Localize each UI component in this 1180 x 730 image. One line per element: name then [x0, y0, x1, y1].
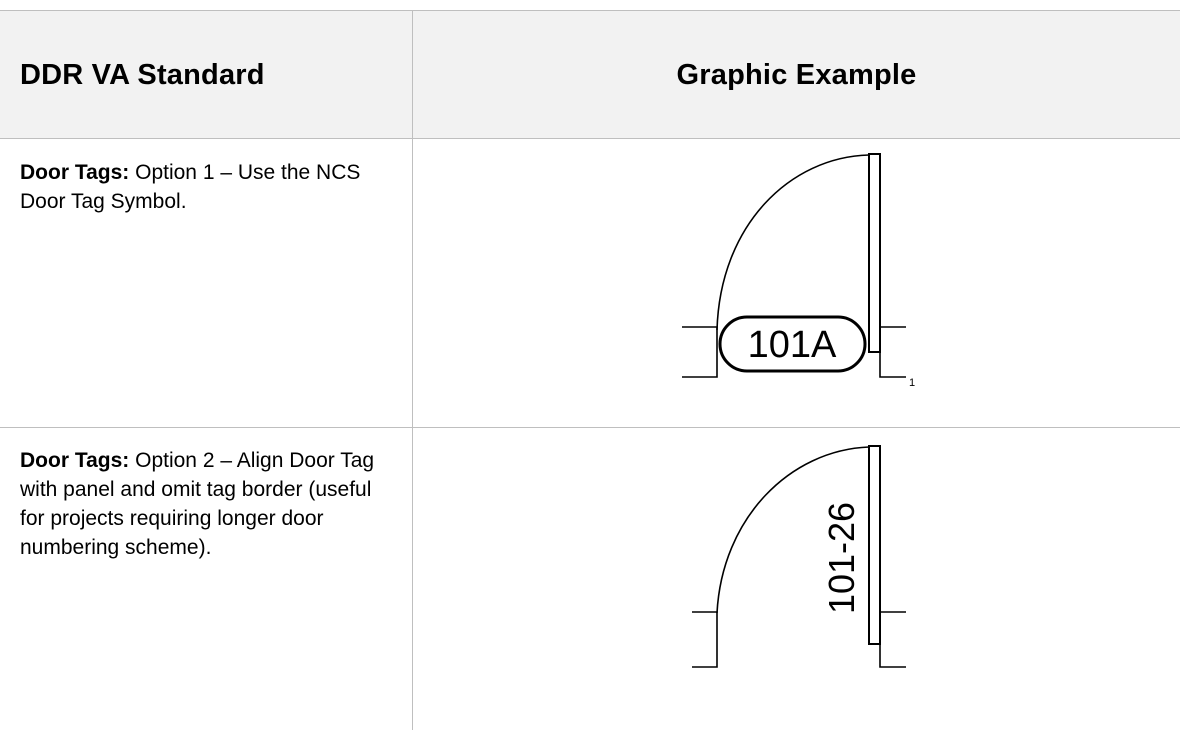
column-divider [412, 10, 413, 730]
left-jamb [682, 326, 718, 378]
header-standard-label: DDR VA Standard [20, 59, 265, 91]
row-2-label: Door Tags: [20, 449, 130, 472]
left-jamb [692, 611, 718, 668]
row-divider [0, 427, 1180, 428]
row-1-text: Option 1 – Use the NCS Door Tag Symbol. [20, 161, 361, 213]
door-swing-arc [716, 446, 870, 614]
right-jamb [879, 611, 906, 668]
row-2-description: Door Tags: Option 2 – Align Door Tag wit… [20, 446, 400, 562]
door-swing-drawing-2: 101-26 [692, 445, 906, 668]
door-tag-border [718, 315, 867, 373]
row-1-label: Door Tags: [20, 161, 130, 184]
footnote-marker: 1 [909, 377, 915, 389]
right-jamb [879, 326, 906, 378]
row-1-description: Door Tags: Option 1 – Use the NCS Door T… [20, 158, 400, 216]
header-standard: DDR VA Standard [0, 10, 412, 139]
door-panel [868, 153, 881, 353]
header-example-label: Graphic Example [676, 59, 917, 91]
door-tag-option-1-drawing: 101A 1 [670, 145, 930, 405]
row-2-text: Option 2 – Align Door Tag with panel and… [20, 449, 375, 559]
door-panel [868, 445, 881, 645]
door-tag-text: 101A [748, 324, 837, 366]
door-swing-drawing-1: 101A 1 [682, 153, 915, 389]
header-example: Graphic Example [413, 10, 1180, 139]
door-tag-option-2-drawing: 101-26 [670, 438, 930, 708]
door-swing-arc [716, 154, 870, 331]
door-tag-text: 101-26 [821, 502, 862, 614]
